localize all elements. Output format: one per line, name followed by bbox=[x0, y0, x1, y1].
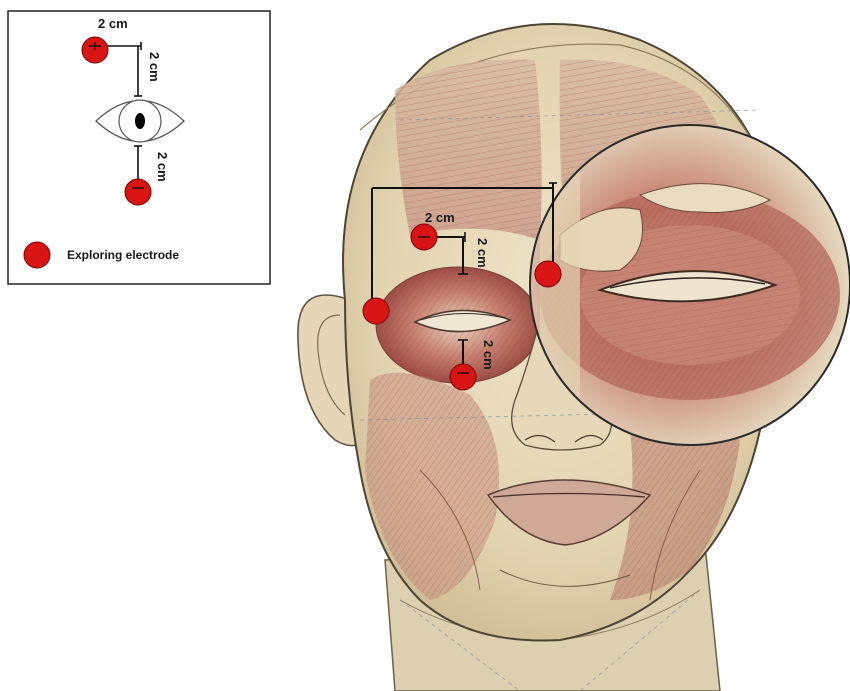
face-lower-vertical-distance-label: 2 cm bbox=[481, 340, 496, 370]
inset-horizontal-distance-label: 2 cm bbox=[98, 16, 128, 31]
legend-electrode-swatch bbox=[24, 242, 50, 268]
legend-label: Exploring electrode bbox=[67, 248, 179, 262]
face-upper-vertical-distance-label: 2 cm bbox=[475, 238, 490, 268]
inset-diagram: 2 cm 2 cm 2 cm Exploring electrode bbox=[8, 11, 270, 284]
inset-lower-vertical-distance-label: 2 cm bbox=[155, 152, 170, 182]
face-electrode-inner-canthus bbox=[535, 261, 561, 287]
inset-frame bbox=[8, 11, 270, 284]
zoomed-eye-circle bbox=[530, 125, 850, 445]
face-electrode-upper bbox=[411, 224, 437, 250]
inset-upper-vertical-distance-label: 2 cm bbox=[147, 52, 162, 82]
face-electrode-lower bbox=[450, 364, 476, 390]
face-illustration: 2 cm 2 cm 2 cm bbox=[298, 24, 850, 691]
face-electrode-outer-canthus bbox=[363, 298, 389, 324]
face-horizontal-distance-label: 2 cm bbox=[425, 210, 455, 225]
